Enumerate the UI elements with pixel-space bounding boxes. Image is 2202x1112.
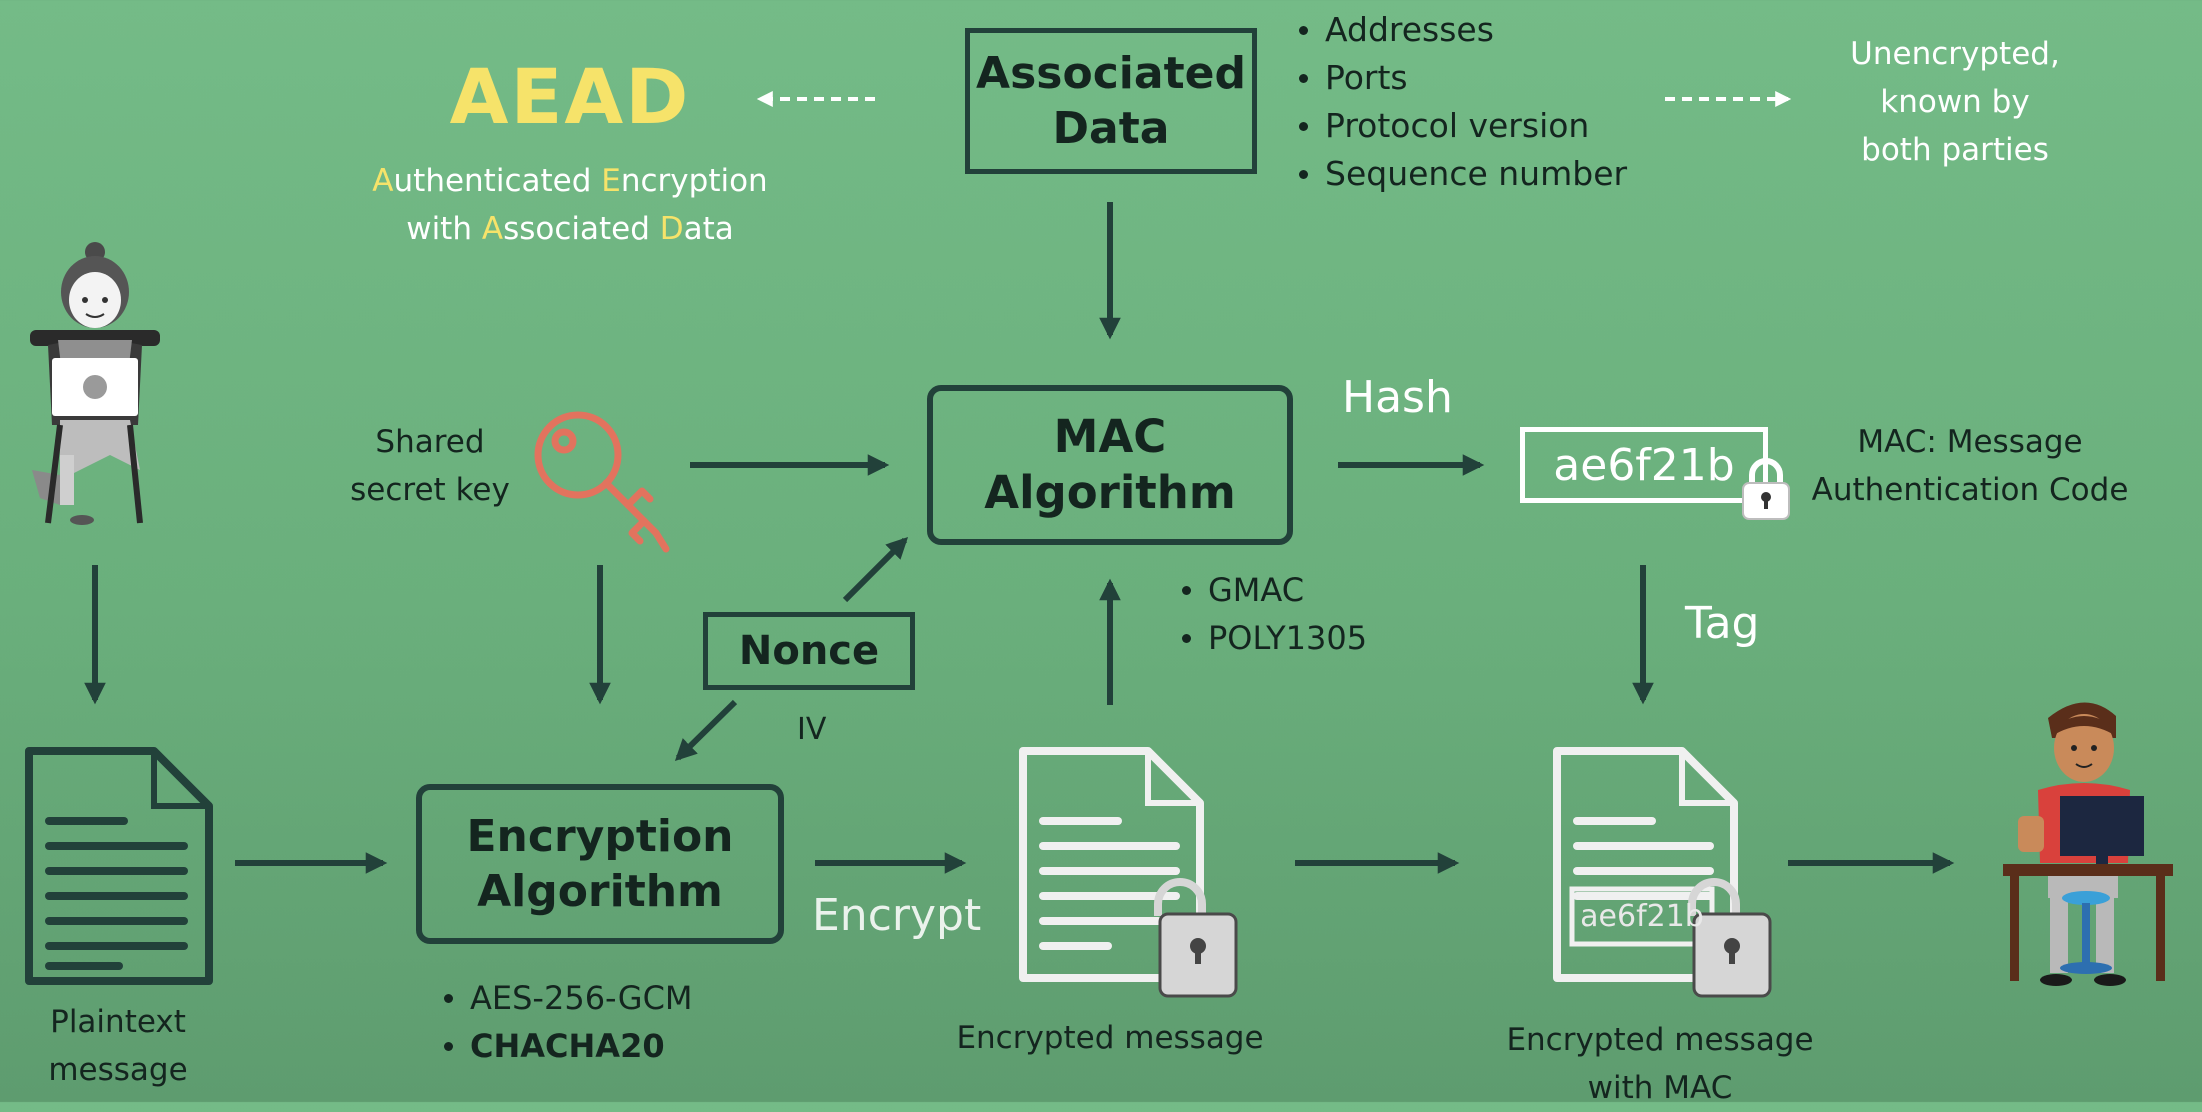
- receiver-person-icon: [2003, 702, 2173, 986]
- mac-algorithm-item: POLY1305: [1178, 614, 1367, 662]
- encrypted-caption: Encrypted message: [956, 1020, 1264, 1056]
- mac-value: ae6f21b: [1553, 439, 1735, 491]
- associated-data-item: Addresses: [1295, 6, 1627, 54]
- arrow-nonce-to-encryption: [674, 699, 738, 762]
- associated-data-line2: Data: [1052, 103, 1170, 154]
- associated-data-item: Ports: [1295, 54, 1627, 102]
- nonce-label: Nonce: [738, 628, 880, 674]
- mac-note: MAC: Message Authentication Code: [1811, 424, 2129, 508]
- iv-label: IV: [797, 712, 827, 747]
- tag-label: Tag: [1685, 598, 1760, 649]
- encryption-algorithm-item: AES-256-GCM: [440, 974, 693, 1022]
- encrypted-document-icon: [1019, 747, 1238, 998]
- encryption-algorithm-line1: Encryption: [466, 811, 734, 862]
- encrypt-label: Encrypt: [812, 890, 982, 941]
- shared-key-label: Shared secret key: [350, 424, 510, 508]
- associated-data-box: Associated Data: [965, 28, 1257, 174]
- associated-data-list: Addresses Ports Protocol version Sequenc…: [1295, 6, 1627, 198]
- mac-algorithm-line1: MAC: [1053, 409, 1167, 463]
- plaintext-document-icon: [25, 747, 213, 985]
- aead-subtitle: Authenticated Encryption with Associated…: [372, 163, 768, 247]
- aead-title: AEAD: [449, 52, 691, 141]
- nonce-box: Nonce: [703, 612, 915, 690]
- arrow-nonce-to-mac: [842, 536, 909, 603]
- associated-data-line1: Associated: [976, 48, 1246, 99]
- associated-data-item: Sequence number: [1295, 150, 1627, 198]
- encryption-algorithm-box: Encryption Algorithm: [416, 784, 784, 944]
- mac-value-box: ae6f21b: [1520, 427, 1768, 503]
- encrypted-mac-document-icon: [1553, 747, 1772, 998]
- encryption-algorithm-item: CHACHA20: [440, 1022, 693, 1070]
- mac-algorithm-box: MAC Algorithm: [927, 385, 1293, 545]
- sender-person-icon: [30, 242, 160, 525]
- mac-algorithm-list: GMAC POLY1305: [1178, 566, 1367, 662]
- associated-data-item: Protocol version: [1295, 102, 1627, 150]
- associated-data-note: Unencrypted, known by both parties: [1850, 36, 2060, 168]
- encryption-algorithm-list: AES-256-GCM CHACHA20: [440, 974, 693, 1070]
- mac-algorithm-line2: Algorithm: [984, 466, 1236, 519]
- mac-lock-icon: [1742, 458, 1790, 520]
- mac-algorithm-item: GMAC: [1178, 566, 1367, 614]
- encrypted-mac-document: ae6f21b: [1552, 746, 1772, 1006]
- doc-mac-value: ae6f21b: [1580, 899, 1704, 934]
- encrypted-mac-caption: Encrypted message with MAC: [1506, 1022, 1814, 1106]
- hash-label: Hash: [1342, 372, 1453, 423]
- key-icon: [534, 411, 670, 553]
- plaintext-caption: Plaintext message: [48, 1004, 188, 1088]
- encryption-algorithm-line2: Algorithm: [477, 866, 723, 917]
